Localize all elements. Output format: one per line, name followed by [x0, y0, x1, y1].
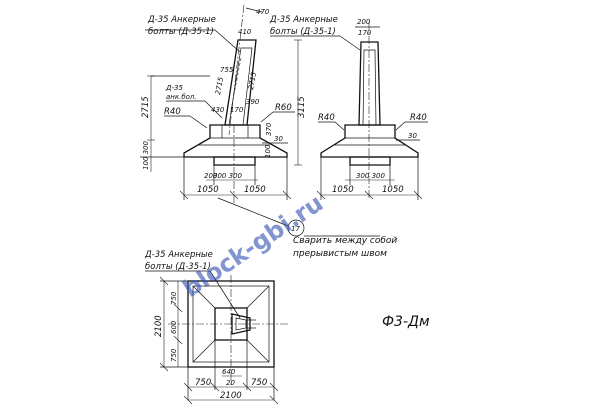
elev1-dim-755: 755	[220, 66, 234, 74]
elev2-anchor-label-line1: Д-35 Анкерные	[269, 15, 338, 25]
elev1-dim-30: 30	[274, 135, 283, 143]
elev1-dim-1050-right: 1050	[244, 185, 266, 195]
plan-anchor-label-line2: болты (Д-35-1)	[145, 262, 211, 272]
elev2-dim-200: 200	[357, 18, 371, 26]
elev1-side-anchor-line1: Д-35	[165, 84, 183, 92]
elev1-dim-3115: 3115	[297, 96, 307, 118]
elev2-r40-left: R40	[318, 113, 335, 123]
plan-view: Д-35 Анкерные болты (Д-35-1) 2100 750 60…	[144, 250, 290, 405]
elevation-side-view: Д-35 Анкерные болты (Д-35-1) 200 170 R40…	[269, 15, 428, 200]
elev1-dim-2715-left: 2715	[141, 96, 151, 118]
weld-note-line1: Сварить между собой	[293, 236, 397, 246]
elev2-dim-170: 170	[358, 29, 372, 37]
elev2-dim-30: 30	[408, 132, 417, 140]
elevation-front-view: Д-35 Анкерные болты (Д-35-1) 470 410 755…	[140, 4, 307, 205]
plan-dim-750-top: 750	[170, 291, 178, 305]
elev1-side-anchor-line2: анк.бол.	[166, 93, 197, 101]
plan-dim-750-right: 750	[251, 378, 267, 388]
elev1-dim-1050-left: 1050	[197, 185, 219, 195]
weld-note-marker: 17	[291, 225, 300, 233]
elev2-dim-300-300: 300 300	[356, 172, 385, 180]
elev1-dim-200: 200	[204, 172, 218, 180]
elev1-dim-100: 100	[264, 144, 272, 158]
plan-dim-750-bottom: 750	[170, 348, 178, 362]
elev1-dim-430: 430	[211, 106, 225, 114]
elev1-r60: R60	[275, 103, 292, 113]
elev1-dim-370: 370	[265, 122, 273, 136]
elev1-dim-2715-inner: 2715	[214, 76, 225, 95]
elev2-dim-1050-right: 1050	[382, 185, 404, 195]
elev1-anchor-label-line1: Д-35 Анкерные	[147, 15, 216, 25]
elev2-anchor-label-line2: болты (Д-35-1)	[270, 27, 336, 37]
elev1-dim-470: 470	[256, 8, 270, 16]
elev1-anchor-label-line2: болты (Д-35-1)	[148, 27, 214, 37]
drawing-designation: Ф3-Дм	[382, 314, 430, 330]
plan-dim-20: 20	[226, 379, 235, 387]
plan-dim-2100-horizontal: 2100	[220, 391, 242, 401]
weld-note: 17 Сварить между собой прерывистым швом	[217, 197, 397, 259]
plan-dim-750-left: 750	[195, 378, 211, 388]
plan-dim-640: 640	[222, 368, 236, 376]
elev1-dim-170: 170	[230, 106, 244, 114]
plan-dim-2100-vertical: 2100	[154, 315, 164, 337]
weld-note-line2: прерывистым швом	[293, 249, 387, 259]
elev1-dim-100-300: 100 300	[142, 141, 150, 170]
elev1-dim-300-300: 300 300	[213, 172, 242, 180]
elev2-r40-right: R40	[410, 113, 427, 123]
elev1-dim-2715-right: 2715	[247, 71, 258, 90]
elev1-dim-410: 410	[238, 28, 252, 36]
elev1-dim-390: 390	[246, 98, 260, 106]
plan-dim-600: 600	[170, 320, 178, 334]
elev1-r40: R40	[164, 107, 181, 117]
plan-anchor-label-line1: Д-35 Анкерные	[144, 250, 213, 260]
elev2-dim-1050-left: 1050	[332, 185, 354, 195]
